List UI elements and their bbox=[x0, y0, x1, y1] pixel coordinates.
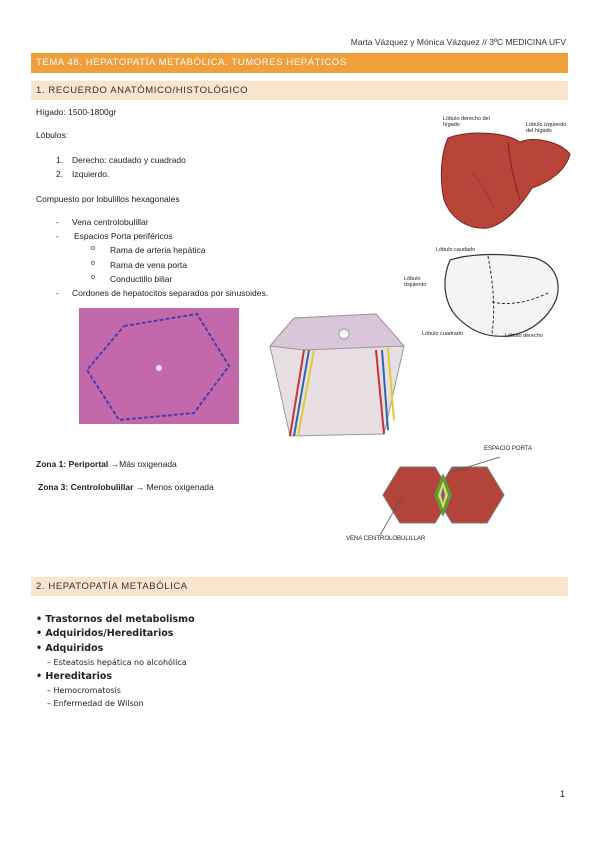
liver-right-lobe-label: Lóbulo derecho del hígado bbox=[443, 116, 490, 128]
bullet-adquiridos: • Adquiridos bbox=[36, 643, 104, 654]
lobule-item-1: Derecho: caudado y cuadrado bbox=[72, 155, 186, 165]
bullet-text: Hereditarios bbox=[45, 671, 113, 682]
sub-bullet-hemocromatosis: – Hemocromatosis bbox=[47, 686, 121, 695]
lobulo-izquierdo-label: Lóbulo izquierdo bbox=[404, 276, 427, 288]
lobulo-caudado-label: Lóbulo caudado bbox=[436, 247, 476, 253]
page-header-author: Marta Vázquez y Mónica Vázquez // 3ºC ME… bbox=[350, 37, 566, 47]
zone-1-text: Más oxigenada bbox=[119, 459, 177, 469]
lobule-item-1-number: 1. bbox=[56, 155, 64, 165]
liver-weight: Hígado: 1500-1800gr bbox=[36, 107, 117, 117]
zone-3-text: Menos oxigenada bbox=[146, 482, 214, 492]
zone-3-line: Zona 3: Centrolobulillar → Menos oxigena… bbox=[38, 482, 214, 492]
right-arrow-icon: → bbox=[135, 482, 145, 492]
bullet-adquiridos-hereditarios: • Adquiridos/Hereditarios bbox=[36, 628, 174, 639]
section-1-heading: 1. RECUERDO ANATÓMICO/HISTOLÓGICO bbox=[31, 81, 568, 100]
bullet-text: Trastornos del metabolismo bbox=[45, 614, 195, 625]
bullet-text: Adquiridos/Hereditarios bbox=[45, 628, 174, 639]
bullet-trastornos: • Trastornos del metabolismo bbox=[36, 614, 195, 625]
item-espacios-porta: Espacios Porta periféricos bbox=[74, 231, 173, 241]
circle-bullet: o bbox=[91, 260, 95, 267]
lobule-3d-drawing bbox=[269, 313, 406, 437]
hepatic-lobule-histology-image bbox=[79, 308, 239, 424]
liver-left-lobe-label: Lóbulo izquierdo del hígado bbox=[526, 122, 567, 134]
histology-illustration bbox=[79, 308, 239, 424]
bullet-text: Adquiridos bbox=[45, 643, 104, 654]
liver-illustration bbox=[440, 132, 571, 229]
lobulillos-text: Compuesto por lobulillos hexagonales bbox=[36, 194, 180, 204]
hepatic-lobule-3d-illustration bbox=[264, 310, 410, 440]
dash-bullet: - bbox=[56, 231, 59, 241]
lobule-item-2-number: 2. bbox=[56, 169, 64, 179]
topic-title-bar: TEMA 48. HEPATOPATÍA METABÓLICA. TUMORES… bbox=[31, 53, 568, 73]
circle-bullet: o bbox=[91, 245, 95, 252]
zone-1-label: Zona 1: Periportal bbox=[36, 459, 109, 469]
lobules-label: Lóbulos: bbox=[36, 130, 69, 140]
sub-bullet-esteatosis: – Esteatosis hepática no alcohólica bbox=[47, 658, 187, 667]
acinus-diagram bbox=[379, 456, 505, 536]
right-arrow-icon: → bbox=[110, 459, 120, 469]
item-cordones: Cordones de hepatocitos separados por si… bbox=[72, 288, 269, 298]
sub-item-vena-porta: Rama de vena porta bbox=[110, 260, 188, 270]
bullet-hereditarios: • Hereditarios bbox=[36, 671, 113, 682]
lobulo-derecho-label: Lóbulo derecho bbox=[505, 333, 543, 339]
lobulo-cuadrado-label: Lóbulo cuadrado bbox=[422, 331, 463, 337]
liver-anatomy-figure: Lóbulo derecho del hígado Lóbulo izquier… bbox=[410, 112, 575, 230]
dash-bullet: - bbox=[56, 217, 59, 227]
sub-bullet-wilson: – Enfermedad de Wilson bbox=[47, 699, 144, 708]
circle-bullet: o bbox=[91, 274, 95, 281]
espacio-porta-label: ESPACIO PORTA bbox=[484, 446, 533, 452]
hepatic-acinus-zones-figure: ESPACIO PORTA VENA CENTROLOBULILLAR bbox=[340, 443, 550, 547]
sub-item-conductillo: Conductillo biliar bbox=[110, 274, 173, 284]
lobule-item-2: Izquierdo. bbox=[72, 169, 110, 179]
page-number: 1 bbox=[559, 789, 565, 799]
dash-bullet: - bbox=[56, 288, 59, 298]
item-vena-centrolobulillar: Vena centrolobulillar bbox=[72, 217, 149, 227]
vena-centrolobulillar-label: VENA CENTROLOBULILLAR bbox=[346, 536, 426, 542]
zone-1-line: Zona 1: Periportal →Más oxigenada bbox=[36, 459, 177, 469]
sub-item-arteria: Rama de arteria hepática bbox=[110, 245, 206, 255]
liver-lobes-outline bbox=[444, 253, 559, 337]
zone-3-label: Zona 3: Centrolobulillar bbox=[38, 482, 134, 492]
liver-lobes-outline-figure: Lóbulo caudado Lóbulo izquierdo Lóbulo c… bbox=[400, 244, 565, 339]
section-2-heading: 2. HEPATOPATÍA METABÓLICA bbox=[31, 577, 568, 596]
